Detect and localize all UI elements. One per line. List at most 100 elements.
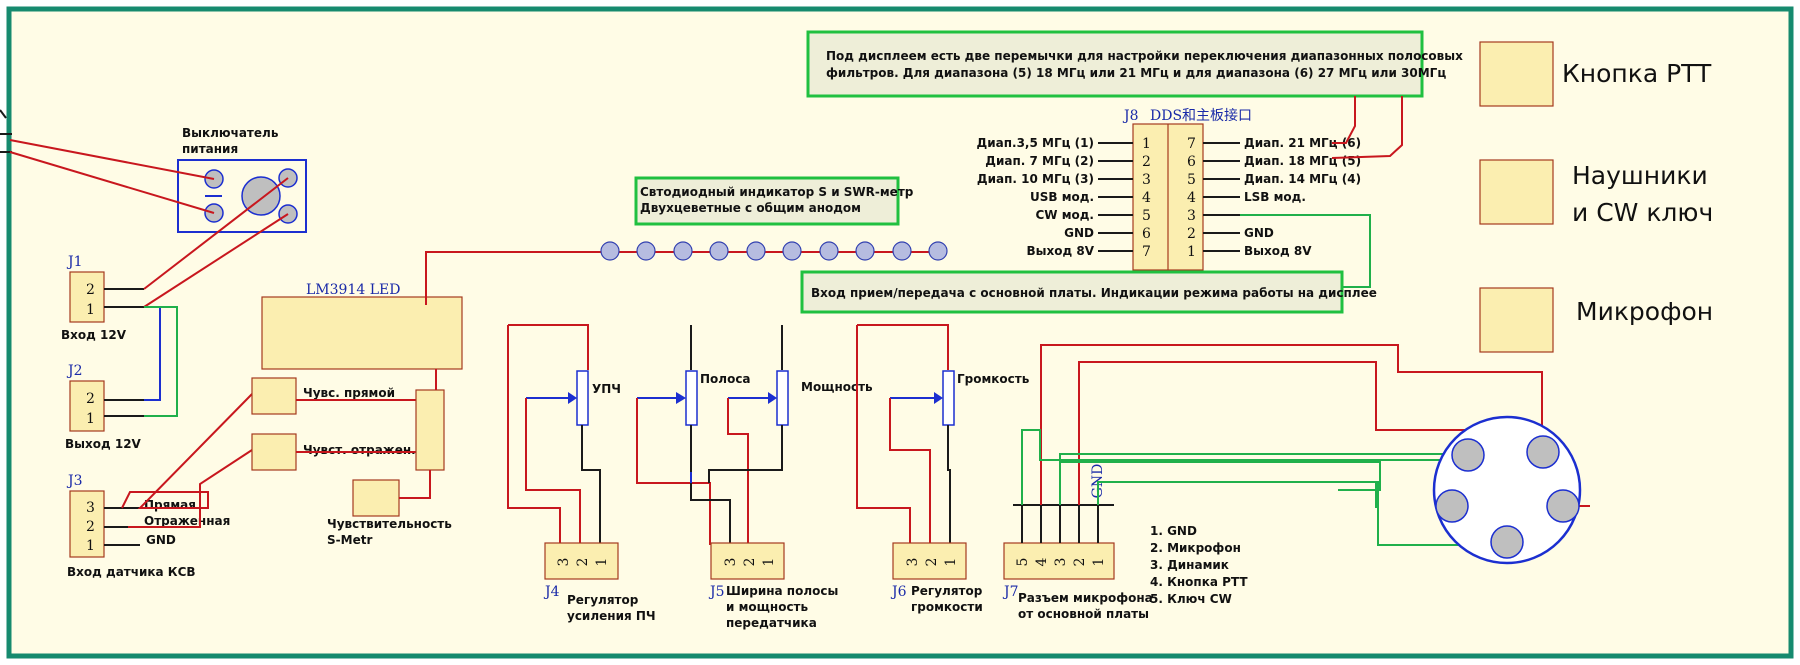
j8-right-label-2: Диап. 18 МГц (5)	[1244, 154, 1361, 168]
mic-pinout-1: 1. GND	[1150, 524, 1197, 538]
svg-text:2: 2	[1187, 226, 1196, 242]
j7-connector	[1003, 542, 1115, 580]
j3-pin2-label: Отраженная	[144, 514, 230, 528]
mic-socket-pin	[1451, 438, 1485, 472]
svg-text:3: 3	[723, 558, 739, 567]
sens-forward-label: Чувс. прямой	[303, 386, 395, 400]
j8-left-pins: 1 2 3 4 5 6 7	[1142, 136, 1151, 260]
j2-connector	[69, 380, 105, 432]
led-note-line1: Свтодиодный индикатор S и SWR-метр	[640, 185, 914, 199]
j5-label1: Ширина полосы	[726, 584, 838, 598]
svg-text:1: 1	[943, 558, 959, 567]
svg-text:1: 1	[1142, 136, 1151, 152]
j8-right-label-3: Диап. 14 МГц (4)	[1244, 172, 1361, 186]
j5-label3: передатчика	[726, 616, 817, 630]
sens-reflected-pot	[251, 433, 297, 471]
svg-text:2: 2	[86, 519, 95, 535]
power-switch-label1: Выключатель	[182, 126, 279, 140]
j8-right-label-7: Выход 8V	[1244, 244, 1312, 258]
mic-pinout-5: 5. Ключ CW	[1150, 592, 1232, 606]
svg-text:4: 4	[1187, 190, 1196, 206]
svg-text:2: 2	[742, 558, 758, 567]
j5-label2: и мощность	[726, 600, 809, 614]
rx-tx-note: Вход прием/передача с основной платы. Ин…	[811, 286, 1377, 300]
j6-label2: громкости	[911, 600, 983, 614]
j8-left-label-7: Выход 8V	[1027, 244, 1095, 258]
legend-mic: Микрофон	[1576, 297, 1713, 326]
legend-phones-line1: Наушники	[1572, 161, 1708, 190]
j8-right-label-1: Диап. 21 МГц (6)	[1244, 136, 1361, 150]
svg-text:1: 1	[594, 558, 610, 567]
j1-ref: J1	[66, 254, 83, 270]
j8-left-label-1: Диап.3,5 МГц (1)	[977, 136, 1094, 150]
power-pot	[776, 370, 789, 426]
svg-text:5: 5	[1142, 208, 1151, 224]
svg-text:6: 6	[1187, 154, 1196, 170]
lm3914-block	[261, 296, 463, 370]
mic-pinout-3: 3. Динамик	[1150, 558, 1229, 572]
j1-connector	[69, 271, 105, 323]
legend-swatch-ptt	[1479, 41, 1554, 107]
svg-text:2: 2	[86, 282, 95, 298]
j8-left-label-6: GND	[1064, 226, 1094, 240]
sens-forward-pot	[251, 377, 297, 415]
j2-ref: J2	[66, 363, 83, 379]
band-pot	[685, 370, 698, 426]
smeter-label2: S-Metr	[327, 533, 372, 547]
legend-swatch-phones	[1479, 159, 1554, 225]
mic-socket-pin	[1490, 525, 1524, 559]
svg-text:6: 6	[1142, 226, 1151, 242]
j6-connector	[892, 542, 967, 580]
svg-text:1: 1	[1091, 558, 1107, 567]
jumper-note-line1: Под дисплеем есть две перемычки для наст…	[826, 49, 1463, 63]
jumper-note-line2: фильтров. Для диапазона (5) 18 МГц или 2…	[826, 66, 1446, 80]
smeter-pot	[352, 479, 400, 517]
svg-text:1: 1	[86, 411, 95, 427]
j7-label1: Разъем микрофона	[1018, 591, 1153, 605]
svg-text:5: 5	[1015, 558, 1031, 567]
j1-label: Вход 12V	[61, 328, 127, 342]
j5-ref: J5	[708, 584, 725, 600]
j3-connector	[69, 490, 105, 558]
legend-swatch-mic	[1479, 287, 1554, 353]
j8-left-label-4: USB мод.	[1030, 190, 1094, 204]
svg-text:3: 3	[1187, 208, 1196, 224]
svg-text:2: 2	[575, 558, 591, 567]
mic-socket-pin	[1435, 489, 1469, 523]
svg-text:3: 3	[556, 558, 572, 567]
pot-upch-label: УПЧ	[592, 382, 621, 396]
led-note-line2: Двухцеветные с общим анодом	[640, 201, 861, 215]
j5-connector	[710, 542, 785, 580]
j4-label2: усиления ПЧ	[567, 609, 656, 623]
j4-label1: Регулятор	[567, 593, 639, 607]
jumper-note-box	[806, 30, 1424, 98]
svg-text:2: 2	[924, 558, 940, 567]
lm3914-label: LM3914 LED	[306, 282, 400, 298]
svg-text:1: 1	[86, 302, 95, 318]
j3-pin3-label: Прямая	[144, 498, 196, 512]
j8-right-label-6: GND	[1244, 226, 1274, 240]
svg-text:3: 3	[86, 500, 95, 516]
pot-band-label: Полоса	[700, 372, 751, 386]
pot-volume-label: Громкость	[957, 372, 1030, 386]
j6-label1: Регулятор	[911, 584, 983, 598]
sw-block	[415, 389, 445, 471]
legend-ptt: Кнопка PTT	[1562, 59, 1712, 88]
j6-ref: J6	[890, 584, 907, 600]
svg-text:3: 3	[1053, 558, 1069, 567]
svg-text:3: 3	[905, 558, 921, 567]
legend-phones-line2: и CW ключ	[1572, 198, 1713, 227]
j3-label: Вход датчика КСВ	[67, 565, 196, 579]
j8-right-label-4: LSB мод.	[1244, 190, 1306, 204]
pot-power-label: Мощность	[801, 380, 873, 394]
svg-text:2: 2	[86, 391, 95, 407]
j7-label2: от основной платы	[1018, 607, 1149, 621]
led-note-box	[634, 176, 900, 226]
svg-text:7: 7	[1187, 136, 1196, 152]
svg-text:1: 1	[761, 558, 777, 567]
svg-text:7: 7	[1142, 244, 1151, 260]
j4-ref: J4	[543, 584, 560, 600]
mic-pinout-4: 4. Кнопка PTT	[1150, 575, 1248, 589]
j8-title: DDS和主板接口	[1150, 107, 1252, 124]
